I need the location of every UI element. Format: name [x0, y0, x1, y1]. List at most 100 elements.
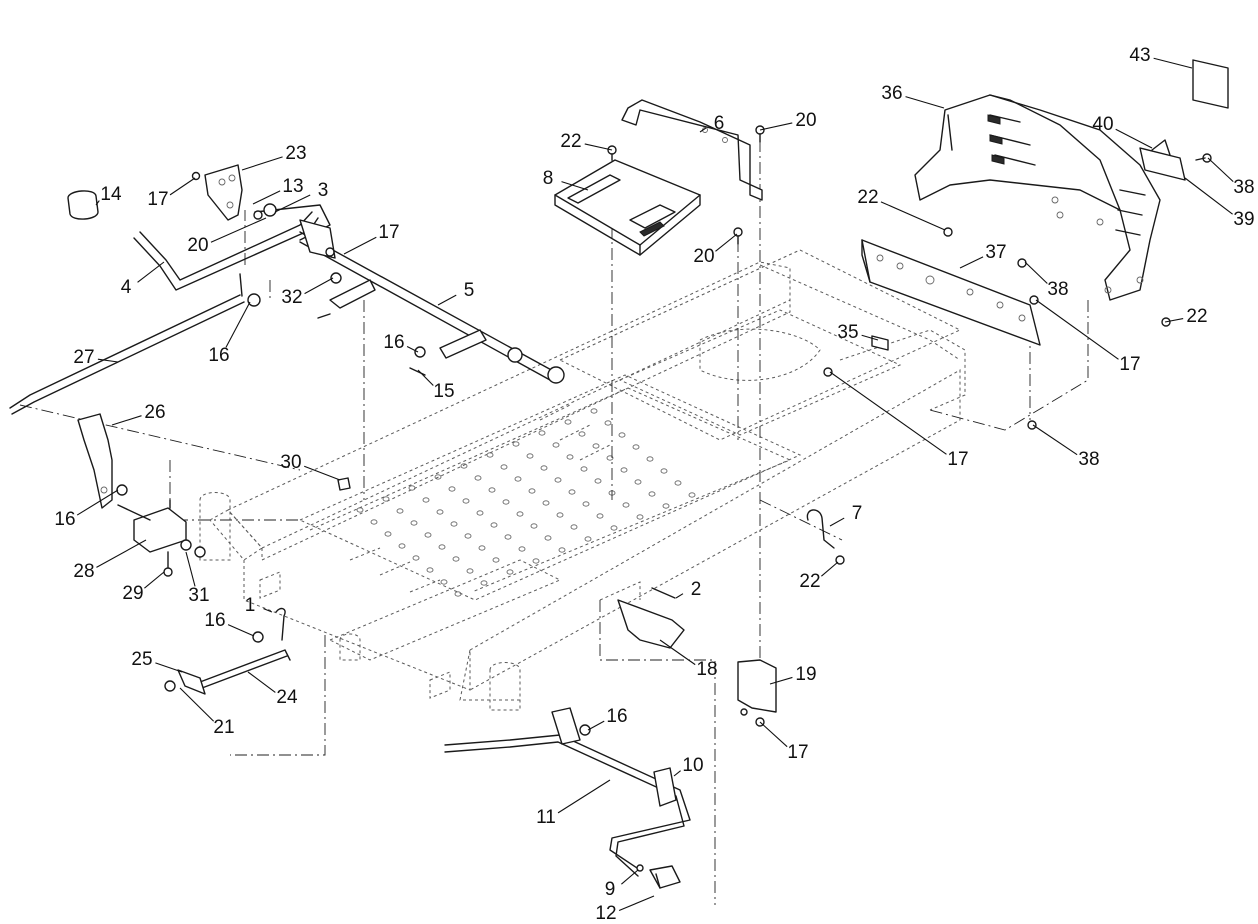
- callout-label-29: 29: [122, 583, 143, 604]
- floor-hole: [526, 453, 534, 459]
- leader-line-9: [621, 869, 639, 885]
- callout-label-37: 37: [985, 242, 1006, 263]
- floor-hole: [578, 431, 586, 437]
- callout-label-16: 16: [383, 332, 404, 353]
- leader-line-22: [880, 201, 946, 231]
- callout-label-26: 26: [144, 402, 165, 423]
- leader-line-14: [95, 200, 100, 206]
- floor-hole: [462, 498, 470, 504]
- leader-line-4: [137, 261, 165, 283]
- callout-label-16: 16: [204, 610, 225, 631]
- floor-hole: [476, 510, 484, 516]
- leader-line-17: [169, 177, 196, 196]
- callout-label-22: 22: [799, 571, 820, 592]
- leader-line-38: [1207, 157, 1234, 182]
- callout-label-25: 25: [131, 649, 152, 670]
- floor-hole: [606, 455, 614, 461]
- main-frame-phantom: [199, 249, 966, 711]
- floor-hole: [604, 420, 612, 426]
- floor-hole: [436, 509, 444, 515]
- leader-line-35: [861, 334, 879, 341]
- leader-line-19: [769, 676, 793, 685]
- part-12-knob: [649, 865, 681, 889]
- floor-hole: [490, 522, 498, 528]
- part-25-bushing: [177, 669, 206, 695]
- floor-hole: [540, 465, 548, 471]
- floor-hole: [384, 531, 392, 537]
- callout-label-20: 20: [187, 235, 208, 256]
- floor-hole: [662, 503, 670, 509]
- callout-label-19: 19: [795, 664, 816, 685]
- callout-label-12: 12: [595, 903, 616, 924]
- floor-hole: [512, 441, 520, 447]
- leader-line-20: [759, 122, 793, 131]
- floor-hole: [450, 521, 458, 527]
- callout-label-17: 17: [1119, 354, 1140, 375]
- floor-hole: [688, 492, 696, 498]
- leader-line-36: [905, 96, 945, 109]
- callout-label-5: 5: [464, 280, 475, 301]
- floor-hole: [648, 491, 656, 497]
- callout-label-38: 38: [1078, 449, 1099, 470]
- callout-label-3: 3: [318, 180, 329, 201]
- callout-label-20: 20: [693, 246, 714, 267]
- callout-label-23: 23: [285, 143, 306, 164]
- floor-hole: [564, 419, 572, 425]
- part-3-bushing: [253, 203, 277, 220]
- callout-label-18: 18: [696, 659, 717, 680]
- floor-hole: [674, 480, 682, 486]
- floor-hole: [504, 534, 512, 540]
- callout-label-4: 4: [121, 277, 132, 298]
- leader-line-38: [1024, 261, 1048, 284]
- part-9-spring-pin: [636, 864, 644, 872]
- floor-hole: [582, 501, 590, 507]
- floor-hole: [580, 466, 588, 472]
- floor-hole: [408, 485, 416, 491]
- part-31-nut: [180, 539, 206, 558]
- floor-hole: [528, 488, 536, 494]
- floor-hole: [502, 499, 510, 505]
- leader-line-39: [1184, 177, 1233, 215]
- leader-line-31: [185, 551, 196, 587]
- callout-label-27: 27: [73, 347, 94, 368]
- floor-hole: [370, 519, 378, 525]
- part-10-arm: [653, 767, 677, 807]
- part-5-cross-shaft: [299, 219, 565, 384]
- floor-hole: [396, 508, 404, 514]
- floor-hole: [636, 514, 644, 520]
- part-18-bracket: [617, 599, 685, 649]
- floor-hole: [646, 456, 654, 462]
- floor-hole: [620, 467, 628, 473]
- fasteners-pedal-area: [191, 171, 342, 284]
- callout-label-13: 13: [282, 176, 303, 197]
- callout-label-24: 24: [276, 687, 298, 708]
- floor-hole: [632, 444, 640, 450]
- leader-line-17: [343, 236, 377, 255]
- floor-hole: [570, 524, 578, 530]
- part-14-pedal-pad: [67, 190, 99, 220]
- callout-label-7: 7: [852, 503, 863, 524]
- callout-label-6: 6: [714, 113, 725, 134]
- leader-line-26: [111, 415, 142, 426]
- leader-line-17: [759, 721, 788, 748]
- callout-label-30: 30: [280, 452, 301, 473]
- part-37-seat-bracket: [861, 239, 1041, 346]
- leader-line-17: [829, 371, 947, 455]
- leader-line-40: [1115, 128, 1153, 149]
- floor-hole: [424, 532, 432, 538]
- callout-label-11: 11: [536, 807, 556, 828]
- leader-line-29: [144, 571, 165, 589]
- callout-label-16: 16: [208, 345, 229, 366]
- callout-label-16: 16: [606, 706, 627, 727]
- floor-hole: [382, 496, 390, 502]
- part-8-plate: [554, 159, 701, 256]
- part-36-seat-pan: [914, 94, 1161, 301]
- part-2-pin: [651, 587, 676, 599]
- floor-hole: [532, 558, 540, 564]
- part-19-bracket: [737, 659, 777, 727]
- floor-hole: [590, 408, 598, 414]
- callout-label-17: 17: [147, 189, 168, 210]
- leader-line-32: [304, 277, 334, 295]
- floor-hole: [592, 443, 600, 449]
